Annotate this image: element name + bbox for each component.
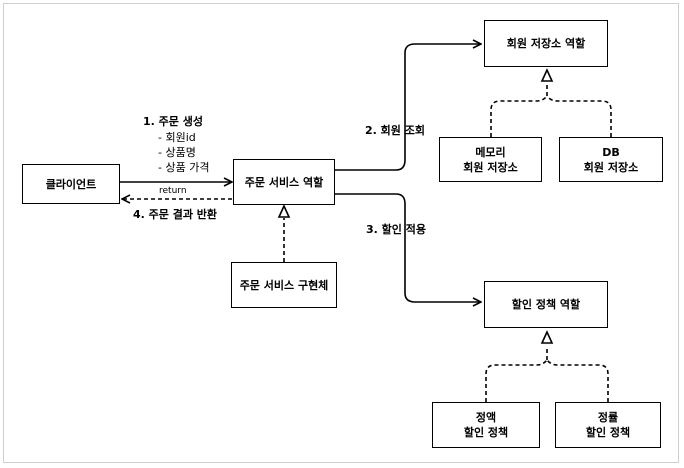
memory-repo-label-2: 회원 저장소 — [463, 160, 518, 174]
create-order-title: 1. 주문 생성 — [143, 115, 203, 128]
order-service-impl-node: 주문 서비스 구현체 — [231, 262, 337, 308]
discount-role-node: 할인 정책 역할 — [484, 281, 608, 328]
order-service-role-label: 주문 서비스 역할 — [244, 175, 324, 189]
client-node: 클라이언트 — [22, 164, 120, 204]
db-repo-label-2: 회원 저장소 — [583, 160, 639, 174]
apply-discount-label: 3. 할인 적용 — [366, 223, 426, 236]
order-result-label: 4. 주문 결과 반환 — [133, 208, 218, 221]
rate-discount-node: 정률 할인 정책 — [555, 402, 661, 448]
db-repo-realization — [546, 95, 612, 137]
create-order-param-3: - 상품 가격 — [158, 161, 210, 174]
diagram-frame — [3, 3, 679, 463]
memory-repo-node: 메모리 회원 저장소 — [439, 137, 542, 182]
client-label: 클라이언트 — [45, 177, 97, 191]
create-order-param-1: - 회원id — [158, 131, 196, 144]
fix-discount-label-2: 할인 정책 — [463, 426, 509, 439]
db-repo-label-1: DB — [602, 145, 620, 159]
order-service-role-node: 주문 서비스 역할 — [233, 159, 335, 205]
fix-discount-realization — [485, 359, 548, 402]
discount-triangle — [540, 330, 554, 344]
member-repo-role-node: 회원 저장소 역할 — [484, 20, 608, 67]
rate-discount-realization — [546, 359, 609, 402]
db-repo-node: DB 회원 저장소 — [559, 137, 663, 182]
order-service-impl-label: 주문 서비스 구현체 — [239, 278, 329, 292]
return-label: return — [159, 186, 187, 196]
member-lookup-arrow — [335, 44, 481, 171]
apply-discount-arrow — [335, 193, 481, 302]
member-lookup-label: 2. 회원 조회 — [365, 124, 425, 137]
memory-repo-realization — [490, 95, 548, 137]
order-impl-triangle — [277, 204, 291, 218]
memory-repo-label-1: 메모리 — [475, 145, 506, 159]
discount-role-label: 할인 정책 역할 — [511, 298, 581, 311]
member-repo-triangle — [540, 68, 554, 82]
rate-discount-label-2: 할인 정책 — [585, 426, 631, 439]
member-repo-role-label: 회원 저장소 역할 — [506, 37, 586, 50]
fix-discount-label-1: 정액 — [475, 411, 497, 424]
fix-discount-node: 정액 할인 정책 — [432, 402, 540, 448]
rate-discount-label-1: 정률 — [597, 411, 619, 424]
create-order-param-2: - 상품명 — [158, 146, 196, 159]
